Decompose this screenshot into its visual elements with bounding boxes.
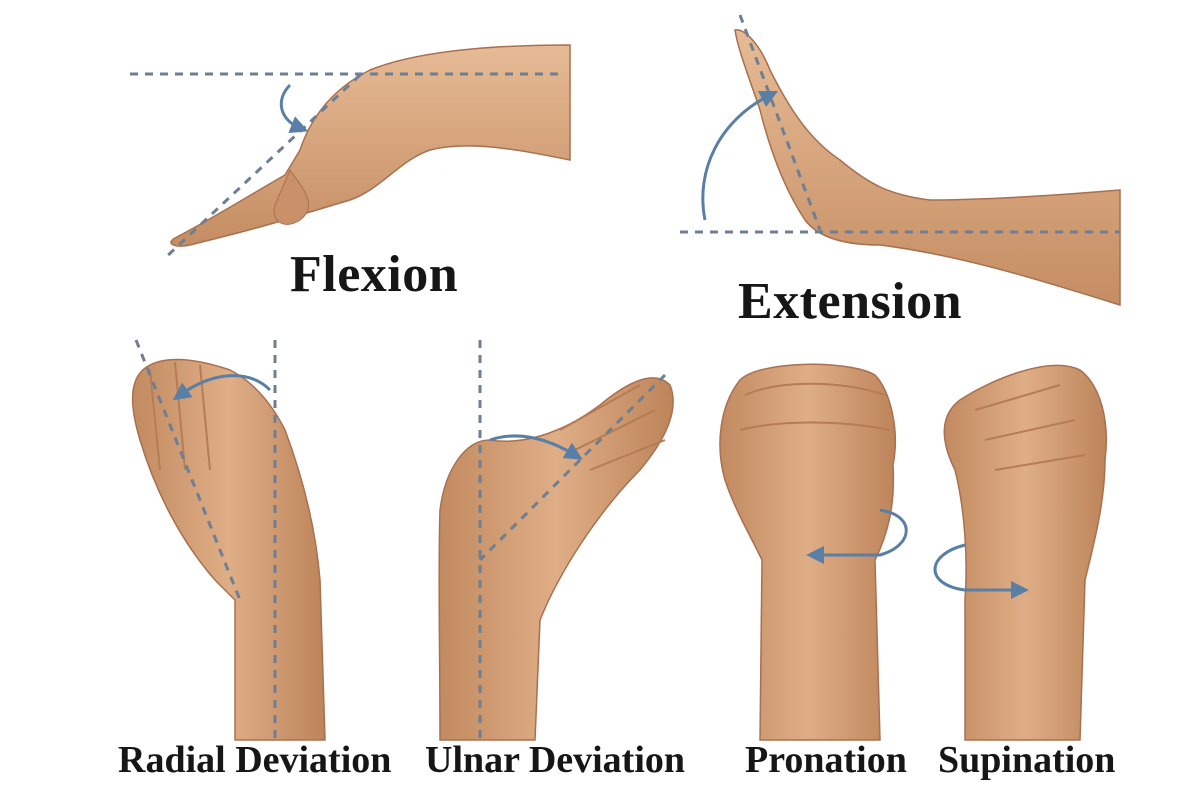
hand-radial-deviation-illustration <box>133 340 325 740</box>
hand-extension-illustration <box>680 15 1120 305</box>
label-radial-deviation: Radial Deviation <box>118 738 391 782</box>
hand-flexion-illustration <box>130 45 570 258</box>
fist-supination-illustration <box>935 365 1106 740</box>
label-flexion: Flexion <box>290 245 458 304</box>
label-pronation: Pronation <box>745 738 907 782</box>
label-ulnar-deviation: Ulnar Deviation <box>425 738 685 782</box>
label-supination: Supination <box>938 738 1115 782</box>
label-extension: Extension <box>738 272 962 331</box>
hand-ulnar-deviation-illustration <box>439 340 673 740</box>
fist-pronation-illustration <box>720 364 906 740</box>
